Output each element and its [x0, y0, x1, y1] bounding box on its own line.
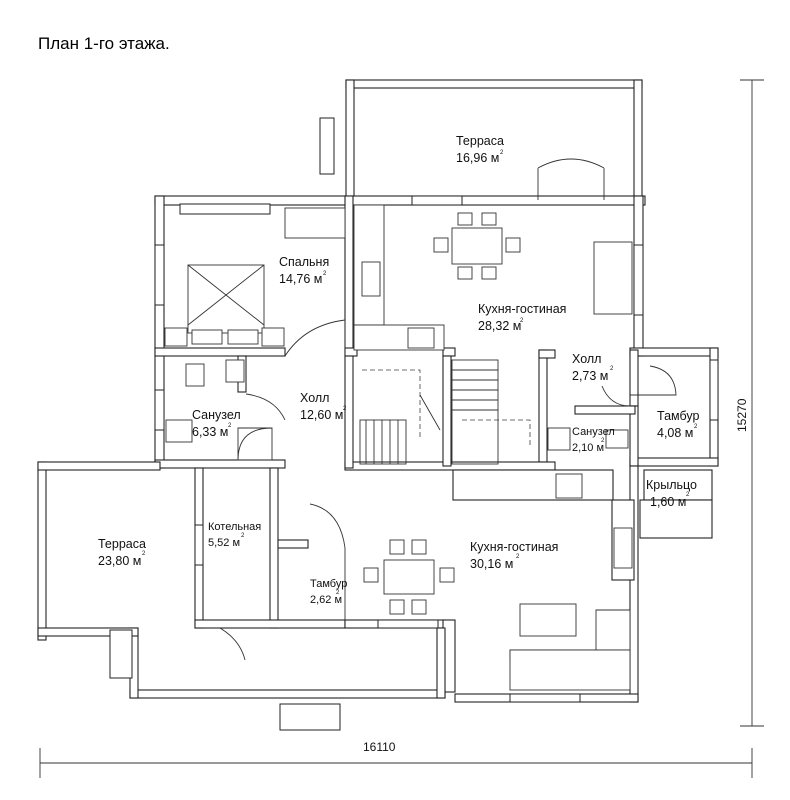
svg-text:2: 2 [343, 406, 347, 412]
svg-text:2: 2 [500, 150, 504, 156]
room-name: Кухня-гостиная [478, 302, 566, 316]
room-name: Котельная [208, 521, 261, 533]
room-name: Санузел [192, 408, 241, 422]
staircase [359, 359, 531, 465]
room-boiler: Котельная 5,52 м 2 [208, 521, 261, 549]
room-area: 1,60 м [650, 495, 686, 509]
width-dimension: 16110 [363, 740, 396, 754]
room-bedroom: Спальня 14,76 м 2 [279, 255, 329, 286]
room-kitchen-living-top: Кухня-гостиная 28,32 м 2 [478, 302, 566, 333]
room-area: 4,08 м [657, 426, 693, 440]
room-terrace-left: Терраса 23,80 м 2 [98, 537, 146, 568]
room-name: Терраса [456, 134, 504, 148]
svg-text:2: 2 [601, 438, 605, 444]
room-bathroom-small: Санузел 2,10 м 2 [572, 426, 615, 454]
room-area: 2,62 м [310, 594, 342, 606]
room-area: 12,60 м [300, 408, 343, 422]
furniture [164, 158, 677, 691]
room-name: Тамбур [657, 409, 699, 423]
svg-text:2: 2 [228, 423, 232, 429]
svg-text:2: 2 [516, 554, 520, 560]
plan-title: План 1-го этажа. [38, 34, 170, 53]
height-dimension: 15270 [735, 398, 749, 432]
room-name: Холл [300, 391, 329, 405]
room-area: 2,73 м [572, 369, 608, 383]
svg-text:2: 2 [336, 590, 340, 596]
svg-text:2: 2 [686, 492, 690, 498]
room-area: 5,52 м [208, 537, 240, 549]
room-area: 6,33 м [192, 425, 228, 439]
room-kitchen-living-bottom: Кухня-гостиная 30,16 м 2 [470, 540, 558, 571]
room-vestibule-right: Тамбур 4,08 м 2 [657, 409, 699, 440]
svg-text:2: 2 [323, 271, 327, 277]
room-hall-right: Холл 2,73 м 2 [572, 352, 614, 383]
room-name: Кухня-гостиная [470, 540, 558, 554]
room-area: 28,32 м [478, 319, 521, 333]
room-terrace-top: Терраса 16,96 м 2 [456, 134, 504, 165]
svg-text:2: 2 [241, 533, 245, 539]
room-area: 16,96 м [456, 151, 499, 165]
room-name: Холл [572, 352, 601, 366]
windows [109, 117, 719, 731]
dimension-lines [39, 79, 764, 778]
svg-text:2: 2 [694, 424, 698, 430]
svg-text:2: 2 [142, 551, 146, 557]
room-name: Тамбур [310, 578, 347, 590]
room-bathroom-left: Санузел 6,33 м 2 [192, 408, 241, 439]
room-hall-center: Холл 12,60 м 2 [300, 391, 347, 422]
room-name: Терраса [98, 537, 146, 551]
room-vestibule-bottom: Тамбур 2,62 м 2 [310, 578, 347, 606]
walls [37, 79, 719, 703]
room-porch: Крыльцо 1,60 м 2 [646, 478, 697, 509]
room-name: Спальня [279, 255, 329, 269]
svg-text:2: 2 [610, 366, 614, 372]
room-area: 14,76 м [279, 272, 322, 286]
room-area: 30,16 м [470, 557, 513, 571]
room-area: 2,10 м [572, 442, 604, 454]
room-name: Санузел [572, 426, 615, 438]
room-name: Крыльцо [646, 478, 697, 492]
svg-text:2: 2 [520, 318, 524, 324]
room-area: 23,80 м [98, 554, 141, 568]
